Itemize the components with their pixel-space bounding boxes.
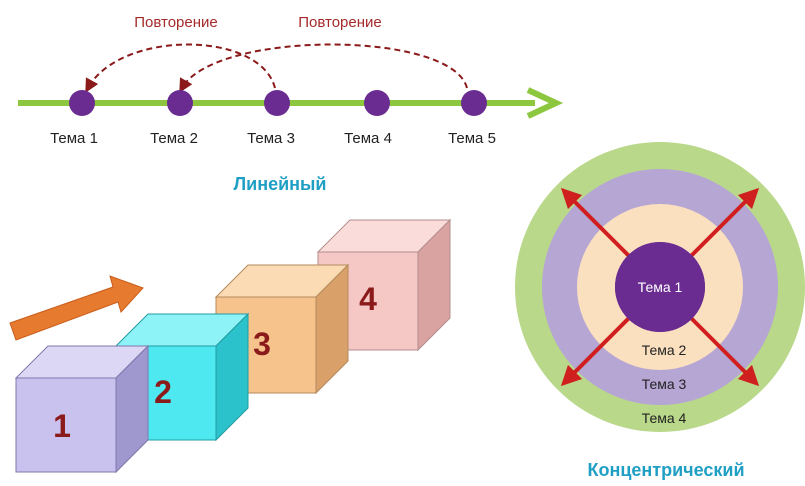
topic-label-2: Тема 2 (150, 130, 198, 147)
topic-label-5: Тема 5 (448, 130, 496, 147)
linear-model: Повторение Повторение Тема 1 Тема 2 Тема… (18, 14, 564, 194)
topic-node-1 (69, 90, 95, 116)
ring-3-label: Тема 3 (642, 376, 687, 392)
timeline-arrowhead (526, 87, 564, 119)
topic-node-3 (264, 90, 290, 116)
spiral-model: 4 3 2 1 (9, 218, 452, 474)
core-label: Тема 1 (638, 279, 683, 295)
ring-4-label: Тема 4 (642, 410, 687, 426)
progress-arrow (9, 275, 144, 341)
concentric-title: Концентрический (587, 460, 744, 480)
ring-2-label: Тема 2 (642, 342, 687, 358)
cube-1: 1 (14, 344, 150, 474)
cube-3: 3 (214, 263, 350, 395)
cube-2-label: 2 (154, 374, 172, 410)
linear-title: Линейный (234, 174, 327, 194)
cube-4-label: 4 (359, 281, 377, 317)
topic-label-4: Тема 4 (344, 130, 392, 147)
repeat-arc-1 (85, 43, 276, 93)
topic-label-3: Тема 3 (247, 130, 295, 147)
topic-node-4 (364, 90, 390, 116)
repeat-label-2: Повторение (298, 14, 382, 31)
core-circle-overlay (615, 242, 705, 332)
cube-1-label: 1 (53, 408, 71, 444)
repeat-arc-2 (179, 43, 468, 93)
cube-3-label: 3 (253, 326, 271, 362)
topic-node-5 (461, 90, 487, 116)
topic-node-2 (167, 90, 193, 116)
repeat-label-1: Повторение (134, 14, 218, 31)
topic-label-1: Тема 1 (50, 130, 98, 147)
concentric-model: Тема 1 Тема 2 Тема 3 Тема 4 Концентричес… (515, 142, 805, 480)
cube-4: 4 (316, 218, 452, 352)
